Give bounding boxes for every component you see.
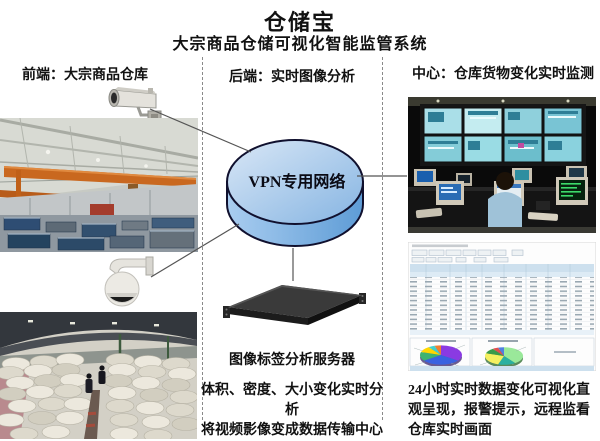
front-column-header: 前端：大宗商品仓库: [22, 68, 148, 83]
server-label: 图像标签分析服务器: [229, 353, 355, 368]
warehouse-photo-steel-plant: [0, 118, 198, 252]
pie-chart-2: [479, 346, 527, 370]
back-description-line-2: 将视频影像变成数据传输中心: [201, 423, 383, 438]
warehouse-photo-sacks: [0, 312, 197, 439]
warehouse-workers: [85, 365, 106, 393]
pie-chart-1: [413, 344, 466, 368]
control-room-photo: [408, 97, 596, 233]
back-description: 体积、密度、大小变化实时分析 将视频影像变成数据传输中心: [198, 381, 386, 441]
dashboard-screenshot: [408, 242, 596, 371]
network-disk-icon: [226, 139, 364, 247]
back-description-line-1: 体积、密度、大小变化实时分析: [201, 383, 383, 418]
vpn-network-label: VPN专用网络: [248, 174, 346, 191]
page-subtitle: 大宗商品仓储可视化智能监管系统: [172, 36, 428, 53]
operator-person: [488, 172, 522, 233]
column-divider-right: [382, 57, 383, 420]
back-column-header: 后端：实时图像分析: [229, 70, 355, 85]
center-column-header: 中心：仓库货物变化实时监测: [412, 67, 594, 82]
center-description: 24小时实时数据变化可视化直观呈现，报警提示，远程监看仓库实时画面: [408, 383, 590, 438]
page-title: 仓储宝: [263, 10, 336, 35]
ptz-dome-camera-icon: [104, 256, 154, 307]
rack-server-icon: [223, 285, 366, 325]
